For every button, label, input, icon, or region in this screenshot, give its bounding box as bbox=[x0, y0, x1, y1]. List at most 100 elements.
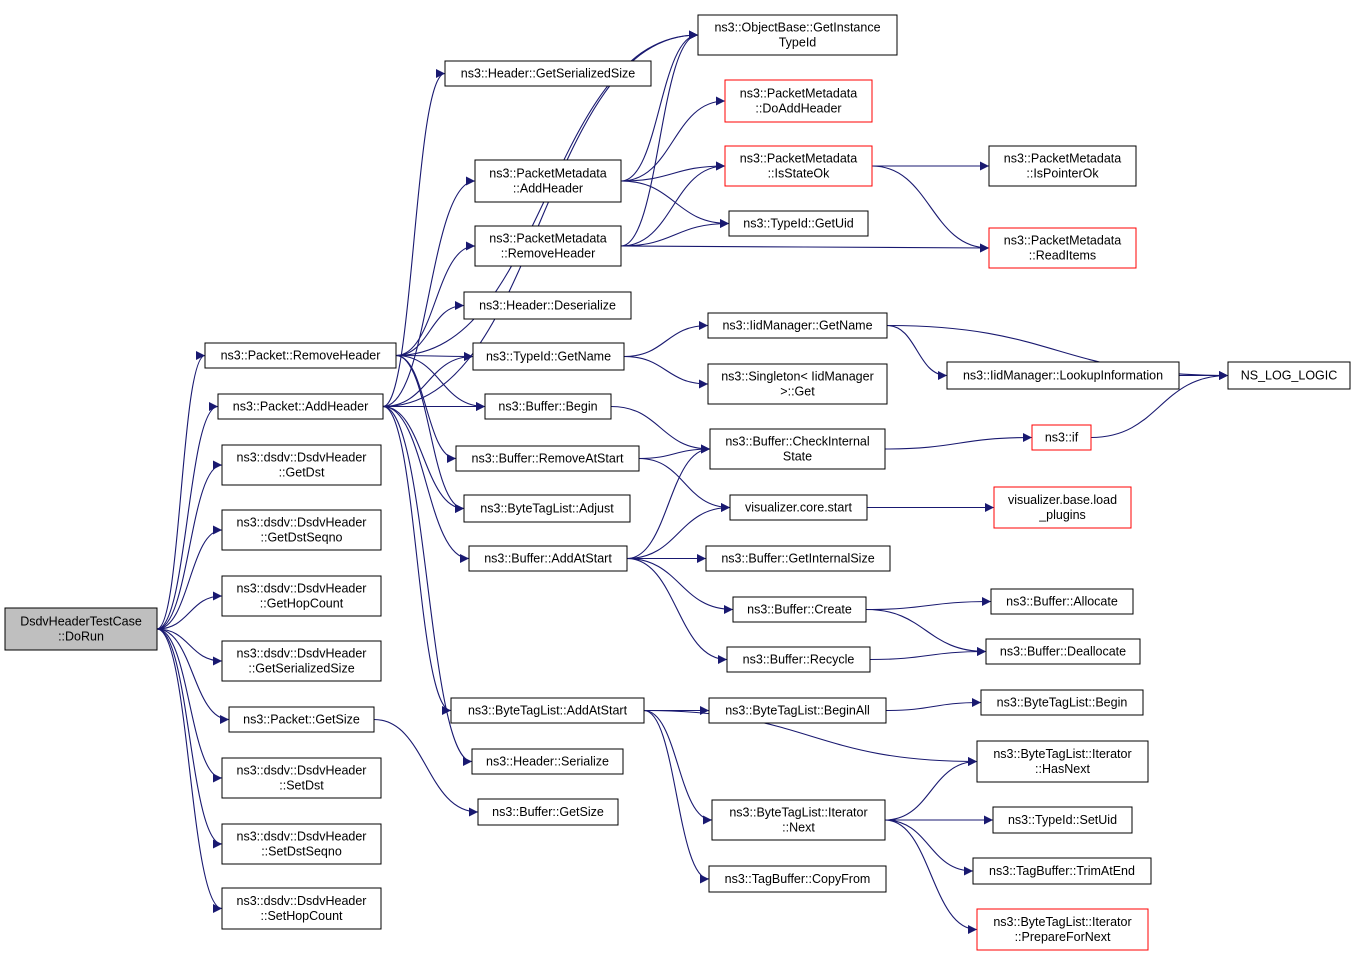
node-label-line: ::GetSerializedSize bbox=[248, 662, 354, 676]
node-label-line: ::SetDst bbox=[279, 779, 324, 793]
edge-root-to-dsdv_setdst bbox=[156, 628, 223, 783]
edge-root-to-dsdv_sethopcount bbox=[156, 628, 223, 913]
edge-pkt_addheader-to-typeid_getname bbox=[382, 352, 474, 408]
node-box bbox=[221, 757, 382, 799]
node-box bbox=[1227, 361, 1351, 390]
node-tagbuf_copyfrom[interactable]: ns3::TagBuffer::CopyFrom bbox=[708, 865, 887, 893]
node-hdr_serialize[interactable]: ns3::Header::Serialize bbox=[471, 748, 624, 775]
node-label-line: ns3::ByteTagList::AddAtStart bbox=[468, 704, 628, 718]
node-btl_beginall[interactable]: ns3::ByteTagList::BeginAll bbox=[708, 697, 887, 724]
node-dsdv_getdst[interactable]: ns3::dsdv::DsdvHeader::GetDst bbox=[221, 444, 382, 486]
edge-pkt_addheader-to-hdr_getsersize bbox=[382, 69, 446, 408]
node-label-line: ns3::PacketMetadata bbox=[1004, 234, 1121, 248]
edge-pkt_removeheader-to-buf_begin bbox=[395, 354, 486, 411]
node-btli_next[interactable]: ns3::ByteTagList::Iterator::Next bbox=[711, 799, 886, 841]
node-buf_create[interactable]: ns3::Buffer::Create bbox=[732, 596, 867, 623]
edge-root-to-pkt_removeheader bbox=[156, 351, 206, 630]
node-label-line: ns3::PacketMetadata bbox=[740, 87, 857, 101]
node-label-line: ns3::dsdv::DsdvHeader bbox=[237, 830, 367, 844]
node-buf_begin[interactable]: ns3::Buffer::Begin bbox=[484, 393, 612, 420]
node-box bbox=[217, 393, 384, 420]
node-btl_adjust[interactable]: ns3::ByteTagList::Adjust bbox=[463, 494, 631, 523]
node-btl_begin[interactable]: ns3::ByteTagList::Begin bbox=[980, 689, 1144, 716]
node-box bbox=[726, 646, 871, 673]
node-label-line: ::ReadItems bbox=[1029, 249, 1096, 263]
node-pm_isstateok[interactable]: ns3::PacketMetadata::IsStateOk bbox=[724, 145, 873, 187]
node-box bbox=[724, 145, 873, 187]
node-box bbox=[732, 596, 867, 623]
node-label-line: ns3::Buffer::Recycle bbox=[743, 653, 855, 667]
node-box bbox=[711, 799, 886, 841]
edge-pm_removeheader-to-pm_isstateok bbox=[620, 161, 726, 247]
node-root[interactable]: DsdvHeaderTestCase::DoRun bbox=[4, 607, 158, 651]
node-box bbox=[985, 638, 1141, 665]
node-dsdv_setdstseqno[interactable]: ns3::dsdv::DsdvHeader::SetDstSeqno bbox=[221, 823, 382, 865]
edge-buf_create-to-buf_deallocate bbox=[865, 608, 987, 656]
node-box bbox=[463, 494, 631, 523]
node-label-line: >::Get bbox=[780, 385, 815, 399]
node-label-line: ns3::ByteTagList::BeginAll bbox=[725, 704, 870, 718]
node-dsdv_setdst[interactable]: ns3::dsdv::DsdvHeader::SetDst bbox=[221, 757, 382, 799]
node-typeid_setuid[interactable]: ns3::TypeId::SetUid bbox=[992, 806, 1133, 834]
node-vis_base_load[interactable]: visualizer.base.load_plugins bbox=[993, 486, 1132, 529]
node-btli_prepare[interactable]: ns3::ByteTagList::Iterator::PrepareForNe… bbox=[976, 908, 1149, 951]
node-buf_getsize[interactable]: ns3::Buffer::GetSize bbox=[477, 798, 619, 826]
node-iid_lookup[interactable]: ns3::IidManager::LookupInformation bbox=[946, 361, 1180, 390]
node-dsdv_getsersize[interactable]: ns3::dsdv::DsdvHeader::GetSerializedSize bbox=[221, 640, 382, 682]
edge-pm_addheader-to-getinstance bbox=[620, 30, 699, 182]
node-label-line: ns3::PacketMetadata bbox=[1004, 152, 1121, 166]
node-btli_hasnext[interactable]: ns3::ByteTagList::Iterator::HasNext bbox=[976, 740, 1149, 783]
node-singleton_get[interactable]: ns3::Singleton< IidManager>::Get bbox=[707, 363, 888, 405]
edge-btli_next-to-tagbuf_trimatend bbox=[884, 819, 974, 876]
node-buf_allocate[interactable]: ns3::Buffer::Allocate bbox=[990, 588, 1134, 615]
node-label-line: ns3::Buffer::AddAtStart bbox=[484, 552, 612, 566]
node-hdr_getsersize[interactable]: ns3::Header::GetSerializedSize bbox=[444, 60, 652, 87]
node-box bbox=[221, 509, 382, 551]
node-label-line: ns3::IidManager::LookupInformation bbox=[963, 369, 1163, 383]
node-vis_core_start[interactable]: visualizer.core.start bbox=[729, 494, 868, 521]
node-pm_removeheader[interactable]: ns3::PacketMetadata::RemoveHeader bbox=[474, 225, 622, 267]
node-label-line: ns3::dsdv::DsdvHeader bbox=[237, 451, 367, 465]
node-tagbuf_trimatend[interactable]: ns3::TagBuffer::TrimAtEnd bbox=[972, 857, 1152, 885]
node-buf_recycle[interactable]: ns3::Buffer::Recycle bbox=[726, 646, 871, 673]
edge-pkt_addheader-to-hdr_serialize bbox=[382, 405, 473, 766]
edge-root-to-dsdv_setdstseqno bbox=[156, 628, 223, 849]
node-pm_readitems[interactable]: ns3::PacketMetadata::ReadItems bbox=[988, 227, 1137, 269]
node-label-line: ns3::PacketMetadata bbox=[489, 167, 606, 181]
node-buf_getinternalsize[interactable]: ns3::Buffer::GetInternalSize bbox=[705, 545, 891, 572]
node-pkt_addheader[interactable]: ns3::Packet::AddHeader bbox=[217, 393, 384, 420]
node-dsdv_getdstseqno[interactable]: ns3::dsdv::DsdvHeader::GetDstSeqno bbox=[221, 509, 382, 551]
node-typeid_getname[interactable]: ns3::TypeId::GetName bbox=[472, 342, 625, 371]
node-box bbox=[708, 865, 887, 893]
node-pkt_removeheader[interactable]: ns3::Packet::RemoveHeader bbox=[204, 342, 397, 369]
edge-typeid_getname-to-singleton_get bbox=[623, 355, 709, 389]
node-buf_removeatstart[interactable]: ns3::Buffer::RemoveAtStart bbox=[455, 445, 640, 472]
edge-buf_addatstart-to-buf_recycle bbox=[626, 557, 728, 664]
node-box bbox=[463, 291, 632, 320]
node-ns3_if[interactable]: ns3::if bbox=[1031, 424, 1092, 451]
node-box bbox=[474, 159, 622, 203]
node-dsdv_gethopcount[interactable]: ns3::dsdv::DsdvHeader::GetHopCount bbox=[221, 575, 382, 617]
edge-buf_addatstart-to-vis_core_start bbox=[626, 503, 731, 560]
node-pm_doaddheader[interactable]: ns3::PacketMetadata::DoAddHeader bbox=[724, 79, 873, 123]
node-box bbox=[484, 393, 612, 420]
node-iid_getname[interactable]: ns3::IidManager::GetName bbox=[707, 312, 888, 339]
node-label-line: ::GetDst bbox=[279, 466, 325, 480]
edge-pkt_removeheader-to-hdr_deserialize bbox=[395, 301, 465, 357]
node-pm_addheader[interactable]: ns3::PacketMetadata::AddHeader bbox=[474, 159, 622, 203]
node-buf_deallocate[interactable]: ns3::Buffer::Deallocate bbox=[985, 638, 1141, 665]
node-hdr_deserialize[interactable]: ns3::Header::Deserialize bbox=[463, 291, 632, 320]
node-ns_log_logic[interactable]: NS_LOG_LOGIC bbox=[1227, 361, 1351, 390]
node-dsdv_sethopcount[interactable]: ns3::dsdv::DsdvHeader::SetHopCount bbox=[221, 887, 382, 930]
node-pkt_getsize[interactable]: ns3::Packet::GetSize bbox=[228, 706, 375, 733]
node-typeid_getuid[interactable]: ns3::TypeId::GetUid bbox=[728, 210, 869, 237]
node-pm_ispointerok[interactable]: ns3::PacketMetadata::IsPointerOk bbox=[988, 145, 1137, 187]
node-btl_addatstart[interactable]: ns3::ByteTagList::AddAtStart bbox=[450, 697, 645, 724]
node-box bbox=[708, 697, 887, 724]
node-label-line: _plugins bbox=[1038, 508, 1086, 522]
node-buf_addatstart[interactable]: ns3::Buffer::AddAtStart bbox=[468, 545, 628, 572]
node-label-line: ns3::if bbox=[1045, 431, 1079, 445]
